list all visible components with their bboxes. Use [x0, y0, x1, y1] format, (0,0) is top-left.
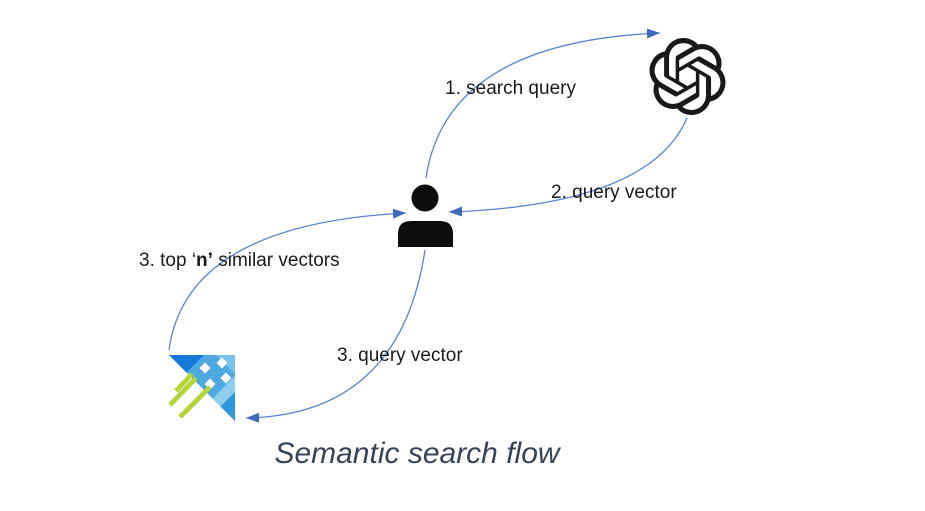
person-body: [398, 221, 453, 247]
openai-logo-path: [649, 38, 726, 115]
label-step3-return-bold-n: n’: [196, 250, 213, 271]
label-step3-query-vector: 3. query vector: [337, 345, 463, 366]
openai-logo-icon: [649, 38, 726, 115]
label-step3-return-prefix: 3. top ‘: [139, 250, 197, 271]
arc-query-vector-send: [245, 249, 426, 423]
arc-top-n-similar: [168, 208, 407, 351]
label-step3-top-n-similar-vectors: 3. top ‘n’ similar vectors: [139, 249, 340, 273]
label-step3-return-suffix: similar vectors: [212, 250, 340, 271]
azure-speed-lines: [168, 372, 212, 419]
diagram-title: Semantic search flow: [274, 437, 560, 470]
person-icon: [398, 184, 453, 247]
label-step1-search-query: 1. search query: [445, 78, 576, 99]
arc-search-query: [425, 28, 661, 179]
arc-query-vector-return: [448, 117, 688, 217]
label-step2-query-vector: 2. query vector: [551, 182, 677, 203]
person-head: [411, 184, 439, 212]
